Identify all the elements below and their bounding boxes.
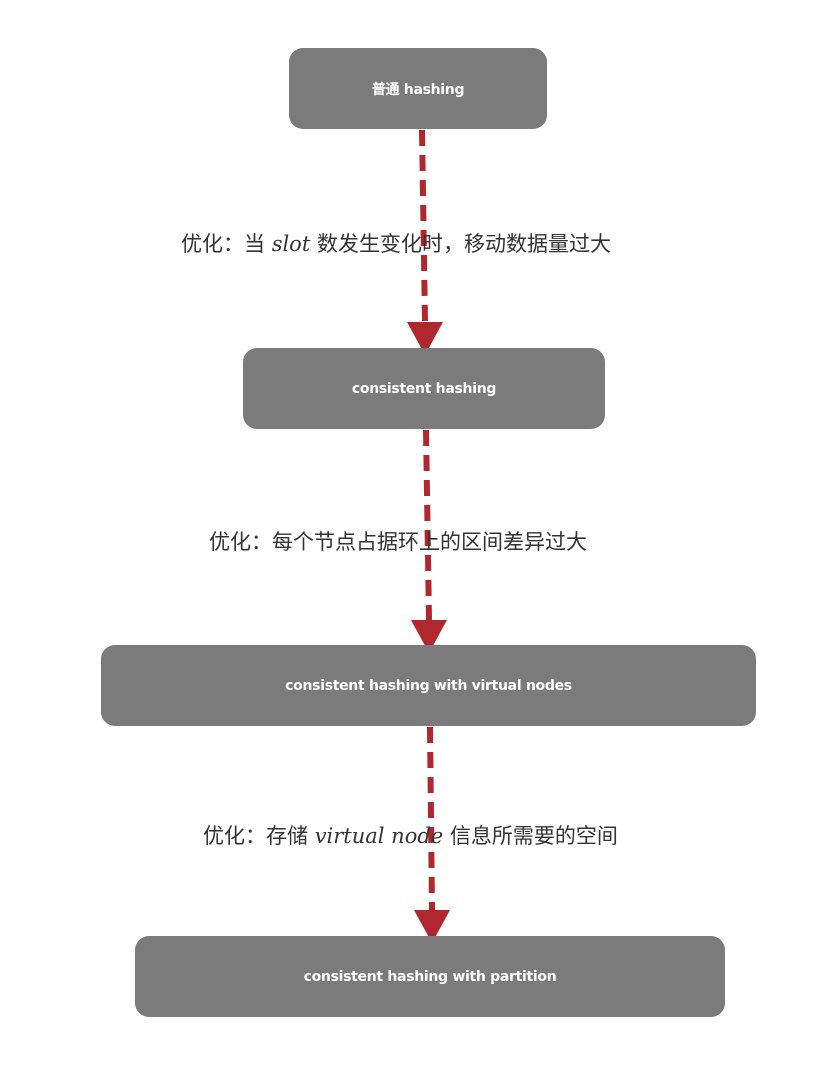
- node-partition: consistent hashing with partition: [135, 936, 725, 1017]
- edge-3-arrowhead: [414, 910, 450, 943]
- node-plain-hashing-label: 普通 hashing: [371, 81, 465, 98]
- edge-2-shaft: [423, 429, 432, 621]
- node-virtual-nodes-label: consistent hashing with virtual nodes: [285, 677, 572, 694]
- edge-1-shaft: [419, 129, 428, 323]
- edge-2-label: 优化：每个节点占据环上的区间差异过大: [209, 530, 587, 554]
- node-plain-hashing: 普通 hashing: [289, 48, 547, 129]
- edge-1-label: 优化：当 slot 数发生变化时，移动数据量过大: [181, 232, 611, 256]
- edge-2-arrowhead: [411, 620, 447, 653]
- node-consistent-hashing: consistent hashing: [243, 348, 605, 429]
- node-virtual-nodes: consistent hashing with virtual nodes: [101, 645, 756, 726]
- edge-1-arrowhead: [407, 322, 443, 355]
- node-consistent-hashing-label: consistent hashing: [351, 380, 497, 397]
- node-partition-label: consistent hashing with partition: [303, 968, 557, 985]
- edge-3-shaft: [427, 726, 435, 911]
- edge-3-label: 优化：存储 virtual node 信息所需要的空间: [203, 824, 618, 848]
